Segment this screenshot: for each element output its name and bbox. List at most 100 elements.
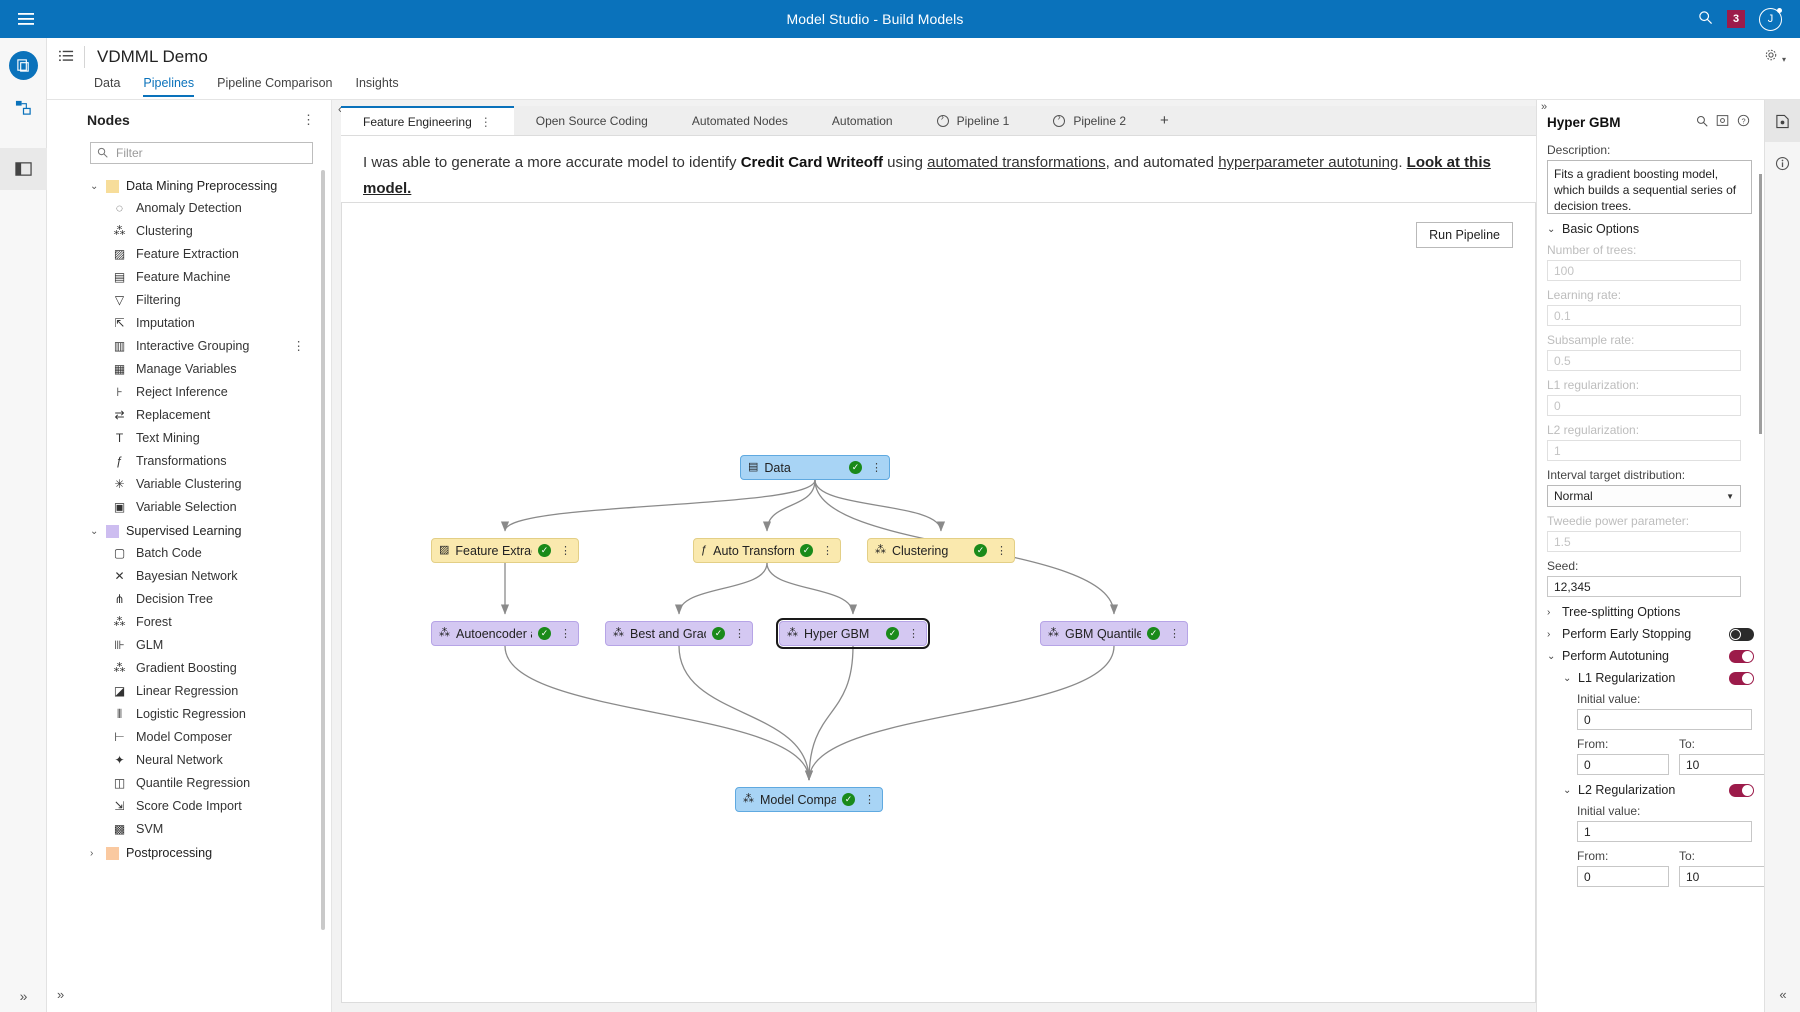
more-options-icon[interactable]: ⋮ — [822, 545, 833, 557]
more-options-icon[interactable]: ⋮ — [734, 628, 745, 640]
pipeline-node-data[interactable]: ▤Data✓⋮ — [740, 455, 890, 480]
l2-to-field[interactable]: 10 — [1679, 866, 1764, 887]
node-item-feature-extraction[interactable]: ▨Feature Extraction — [90, 242, 331, 265]
filter-input[interactable] — [114, 145, 306, 161]
node-group-data-mining-preprocessing[interactable]: ⌄Data Mining Preprocessing — [90, 179, 331, 193]
node-item-variable-selection[interactable]: ▣Variable Selection — [90, 495, 331, 518]
tab-pipeline-comparison[interactable]: Pipeline Comparison — [217, 76, 333, 90]
rail-panel-icon[interactable] — [0, 148, 47, 190]
node-item-glm[interactable]: ⊪GLM — [90, 633, 331, 656]
screenshot-icon[interactable] — [1712, 114, 1733, 130]
number-of-trees-field[interactable]: 100 — [1547, 260, 1741, 281]
pipeline-tab-automation[interactable]: Automation — [810, 106, 915, 135]
node-item-imputation[interactable]: ⇱Imputation — [90, 311, 331, 334]
l1-regularization-toggle[interactable] — [1729, 671, 1754, 685]
node-group-postprocessing[interactable]: ›Postprocessing — [90, 846, 331, 860]
rail-pipeline-icon[interactable] — [0, 86, 47, 128]
tab-pipelines[interactable]: Pipelines — [143, 76, 195, 97]
node-item-batch-code[interactable]: ▢Batch Code — [90, 541, 331, 564]
filter-field[interactable] — [90, 142, 313, 164]
description-field[interactable]: Fits a gradient boosting model, which bu… — [1547, 160, 1752, 214]
properties-scrollbar[interactable] — [1759, 174, 1762, 434]
section-l2-regularization[interactable]: ⌄ L2 Regularization — [1547, 783, 1754, 797]
subsample-rate-field[interactable]: 0.5 — [1547, 350, 1741, 371]
section-tree-splitting-options[interactable]: › Tree-splitting Options — [1547, 605, 1754, 619]
more-options-icon[interactable]: ⋮ — [560, 628, 571, 640]
node-item-decision-tree[interactable]: ⋔Decision Tree — [90, 587, 331, 610]
node-item-forest[interactable]: ⁂Forest — [90, 610, 331, 633]
node-item-neural-network[interactable]: ✦Neural Network — [90, 748, 331, 771]
pipeline-node-modelcmp[interactable]: ⁂Model Comparis✓⋮ — [735, 787, 883, 812]
notification-badge[interactable]: 3 — [1727, 10, 1745, 28]
l1-regularization-field[interactable]: 0 — [1547, 395, 1741, 416]
l2-regularization-field[interactable]: 1 — [1547, 440, 1741, 461]
pipeline-tab-automated-nodes[interactable]: Automated Nodes — [670, 106, 810, 135]
more-options-icon[interactable]: ⋮ — [1169, 628, 1180, 640]
nodes-panel-expand-icon[interactable]: » — [57, 987, 65, 1002]
node-item-clustering[interactable]: ⁂Clustering — [90, 219, 331, 242]
node-item-bayesian-network[interactable]: ✕Bayesian Network — [90, 564, 331, 587]
more-options-icon[interactable]: ⋮ — [871, 462, 882, 474]
pipeline-canvas[interactable]: Run Pipeline ▤Data✓⋮ ▨Feature Extractio✓⋮… — [341, 203, 1536, 1003]
section-l1-regularization[interactable]: ⌄ L1 Regularization — [1547, 671, 1754, 685]
interval-target-distribution-select[interactable]: Normal ▼ — [1547, 485, 1741, 507]
gear-icon[interactable]: ▾ — [1764, 48, 1786, 65]
node-item-interactive-grouping[interactable]: ▥Interactive Grouping⋮ — [90, 334, 331, 357]
pipeline-tab-open-source-coding[interactable]: Open Source Coding — [514, 106, 670, 135]
tab-insights[interactable]: Insights — [355, 76, 399, 90]
tab-data[interactable]: Data — [94, 76, 121, 90]
nodes-scrollbar[interactable] — [321, 170, 325, 930]
pipeline-node-clust[interactable]: ⁂Clustering✓⋮ — [867, 538, 1015, 563]
collapse-right-icon[interactable]: « — [1779, 987, 1787, 1002]
pipeline-tab-pipeline-1[interactable]: Pipeline 1 — [915, 106, 1032, 135]
rail-projects-icon[interactable] — [0, 44, 47, 86]
more-options-icon[interactable]: ⋮ — [560, 545, 571, 557]
l2-initial-value-field[interactable]: 1 — [1577, 821, 1752, 842]
banner-link-look-at-this-model[interactable]: Look at this model. — [363, 154, 1491, 197]
pipeline-tab-pipeline-2[interactable]: Pipeline 2 — [1031, 106, 1148, 135]
node-item-score-code-import[interactable]: ⇲Score Code Import — [90, 794, 331, 817]
avatar[interactable]: J — [1759, 7, 1782, 31]
more-options-icon[interactable]: ⋮ — [479, 114, 492, 129]
more-options-icon[interactable]: ⋮ — [292, 339, 305, 353]
pipeline-node-featext[interactable]: ▨Feature Extractio✓⋮ — [431, 538, 579, 563]
autotuning-toggle[interactable] — [1729, 649, 1754, 663]
banner-link-automated-transformations[interactable]: automated transformations — [927, 154, 1106, 171]
section-perform-early-stopping[interactable]: › Perform Early Stopping — [1547, 627, 1754, 641]
more-options-icon[interactable]: ⋮ — [302, 112, 315, 127]
run-pipeline-button[interactable]: Run Pipeline — [1416, 222, 1513, 248]
node-item-gradient-boosting[interactable]: ⁂Gradient Boosting — [90, 656, 331, 679]
early-stopping-toggle[interactable] — [1729, 627, 1754, 641]
more-options-icon[interactable]: ⋮ — [864, 794, 875, 806]
expand-right-icon[interactable]: » — [1541, 101, 1548, 113]
node-item-reject-inference[interactable]: ⊦Reject Inference — [90, 380, 331, 403]
node-item-feature-machine[interactable]: ▤Feature Machine — [90, 265, 331, 288]
l1-to-field[interactable]: 10 — [1679, 754, 1764, 775]
node-item-manage-variables[interactable]: ▦Manage Variables — [90, 357, 331, 380]
learning-rate-field[interactable]: 0.1 — [1547, 305, 1741, 326]
add-pipeline-tab-icon[interactable]: + — [1160, 112, 1169, 129]
node-item-linear-regression[interactable]: ◪Linear Regression — [90, 679, 331, 702]
l2-from-field[interactable]: 0 — [1577, 866, 1669, 887]
rail-expand-icon[interactable]: » — [19, 988, 28, 1004]
pipeline-node-bestgrad[interactable]: ⁂Best and Gradien✓⋮ — [605, 621, 753, 646]
node-item-logistic-regression[interactable]: ⫴Logistic Regression — [90, 702, 331, 725]
banner-link-hyperparameter-autotuning[interactable]: hyperparameter autotuning — [1218, 154, 1399, 171]
info-icon[interactable] — [1765, 142, 1800, 184]
l1-initial-value-field[interactable]: 0 — [1577, 709, 1752, 730]
node-item-variable-clustering[interactable]: ✳Variable Clustering — [90, 472, 331, 495]
tweedie-power-field[interactable]: 1.5 — [1547, 531, 1741, 552]
node-item-filtering[interactable]: ▽Filtering — [90, 288, 331, 311]
list-menu-icon[interactable] — [59, 49, 74, 66]
properties-icon[interactable] — [1765, 100, 1800, 142]
node-item-model-composer[interactable]: ⊢Model Composer — [90, 725, 331, 748]
l2-regularization-toggle[interactable] — [1729, 783, 1754, 797]
more-options-icon[interactable]: ⋮ — [996, 545, 1007, 557]
node-item-anomaly-detection[interactable]: ◌Anomaly Detection — [90, 196, 331, 219]
help-icon[interactable]: ? — [1733, 114, 1754, 130]
pipeline-tab-feature-engineering[interactable]: Feature Engineering⋮ — [341, 106, 514, 135]
section-basic-options[interactable]: ⌄ Basic Options — [1547, 222, 1754, 236]
